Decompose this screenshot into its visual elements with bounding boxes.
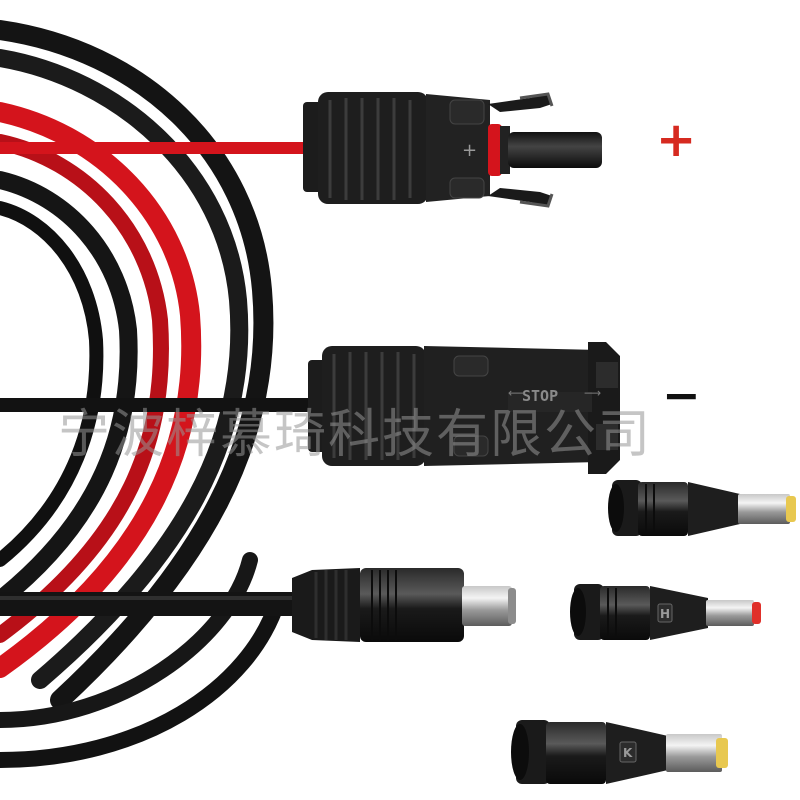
svg-text:⟵: ⟵ [508, 386, 525, 400]
black-cable-straight [0, 398, 320, 412]
adapter-bottom-mark: K [623, 746, 633, 760]
red-coil-2 [0, 134, 169, 643]
adapter-top [608, 480, 796, 536]
adapter-middle-mark: H [660, 607, 670, 621]
dc-barrel-plug [292, 568, 516, 642]
male-seal-ring [488, 124, 502, 176]
red-coil [0, 102, 202, 678]
mc4-female-connector: STOP ⟵ ⟶ [308, 342, 620, 474]
adapter-bottom-tip [716, 738, 728, 768]
adapter-bottom: K [511, 720, 728, 784]
black-cable-dc [0, 592, 300, 616]
cable-coil [0, 20, 286, 768]
black-coil-inner-2 [0, 201, 104, 567]
adapter-middle: H [570, 584, 761, 640]
positive-polarity-label: + [656, 112, 697, 168]
black-coil-outer-2 [0, 49, 249, 689]
svg-text:⟶: ⟶ [584, 386, 601, 400]
watermark: 宁波梓慕琦科技有限公司 [58, 405, 653, 465]
adapter-top-tip [786, 496, 796, 522]
black-coil-lower-2 [0, 592, 286, 768]
black-coil-lower [0, 552, 258, 728]
black-coil-outer [0, 20, 274, 710]
adapter-middle-tip [752, 602, 761, 624]
male-polarity-mark: + [462, 140, 477, 161]
mc4-male-connector: + [303, 92, 602, 208]
red-cable-straight [0, 142, 312, 154]
black-coil-inner [0, 171, 138, 609]
negative-polarity-label: − [662, 368, 701, 422]
stop-label: STOP [522, 387, 558, 405]
